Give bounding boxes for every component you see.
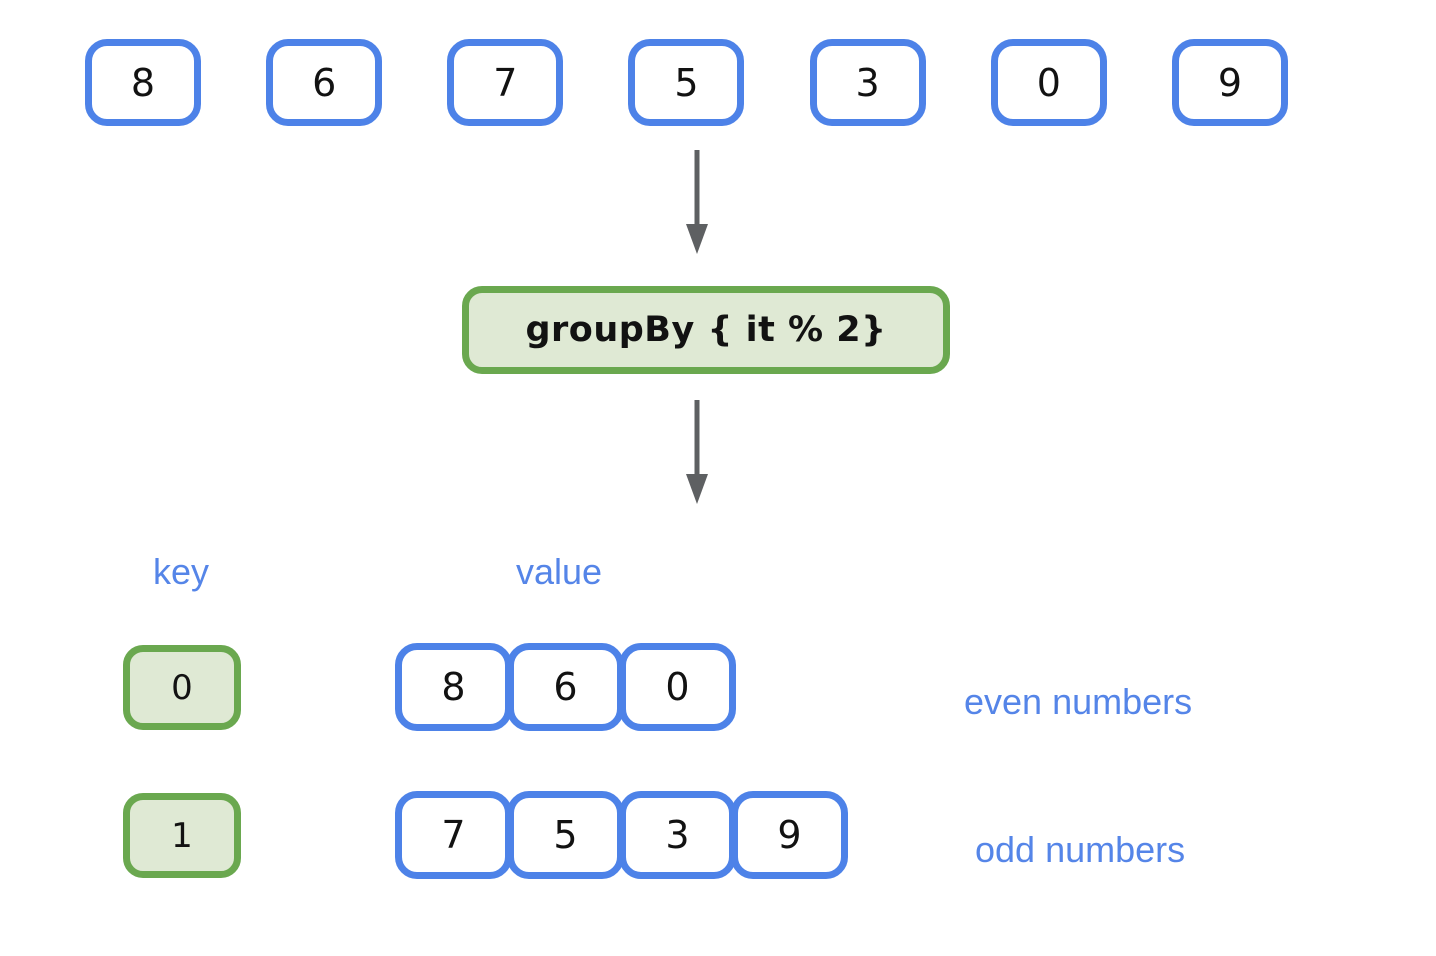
value-number-box: 0 (619, 643, 736, 731)
input-number-box: 9 (1171, 39, 1288, 126)
value-number-box: 5 (507, 791, 624, 879)
input-number-box: 5 (628, 39, 745, 126)
input-number-box: 0 (990, 39, 1107, 126)
value-column-header: value (516, 551, 603, 592)
input-number-box: 3 (809, 39, 926, 126)
group-annotation-odd: odd numbers (975, 829, 1186, 870)
group-annotation-even: even numbers (964, 681, 1193, 722)
input-number-box: 8 (85, 39, 201, 126)
groupby-operation-box: groupBy { it % 2} (462, 286, 950, 374)
value-number-box: 6 (507, 643, 624, 731)
group-key-box-even: 0 (123, 645, 241, 730)
value-number-box: 7 (395, 791, 512, 879)
group-key-box-odd: 1 (123, 793, 241, 878)
arrow-down-icon (686, 150, 708, 254)
value-number-box: 9 (731, 791, 848, 879)
key-column-header: key (153, 551, 210, 592)
input-number-box: 7 (447, 39, 564, 126)
input-number-box: 6 (266, 39, 383, 126)
arrow-down-icon (686, 400, 708, 504)
groupby-operation-label: groupBy { it % 2} (525, 310, 887, 350)
value-number-box: 8 (395, 643, 512, 731)
value-number-box: 3 (619, 791, 736, 879)
